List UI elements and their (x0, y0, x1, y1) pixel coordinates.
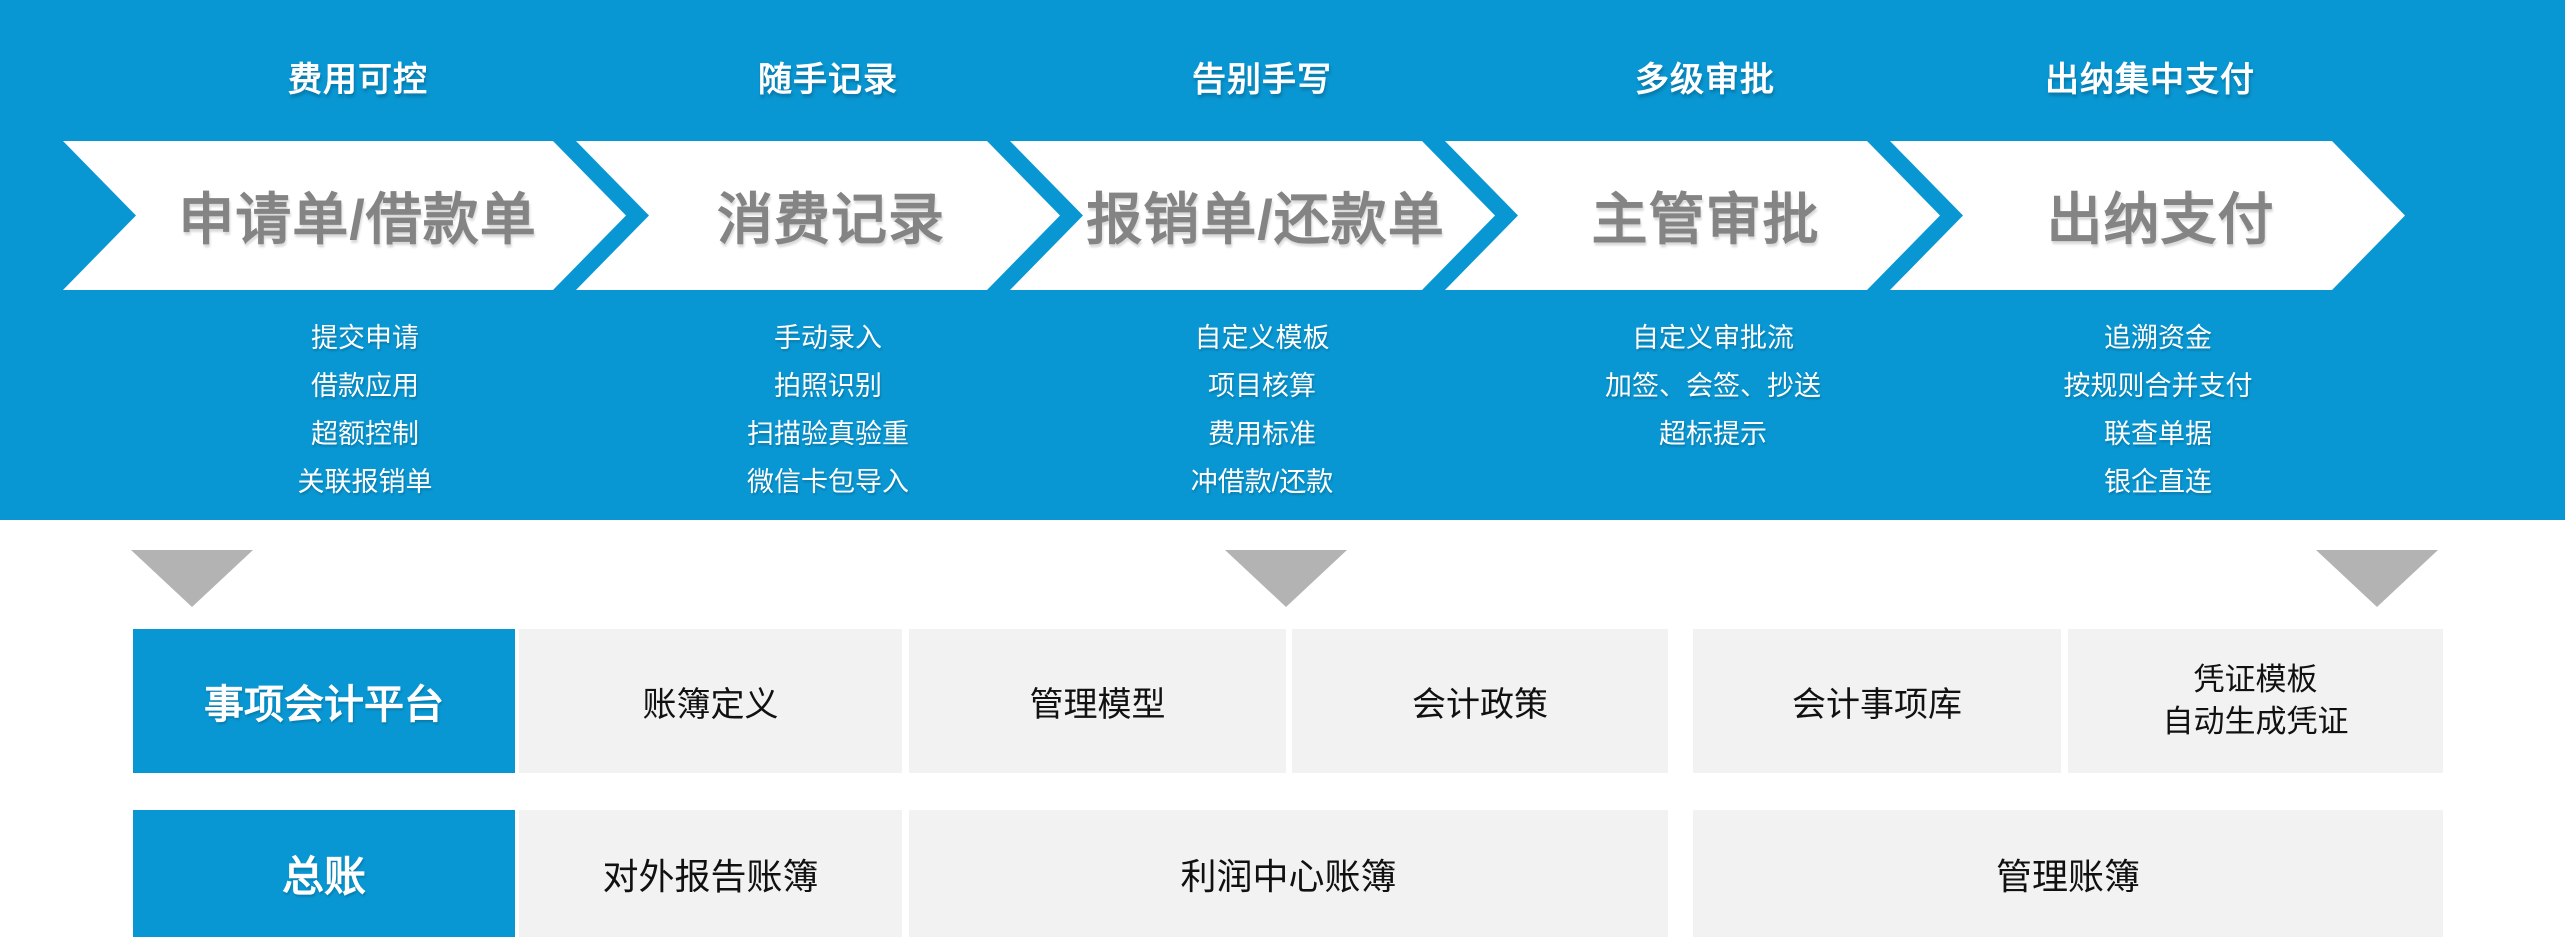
step-arrow-2: 消费记录 (576, 141, 1060, 290)
step-arrow-1: 申请单/借款单 (63, 141, 626, 290)
step-arrow-4: 主管审批 (1445, 141, 1940, 290)
step-benefit-label-3: 告别手写 (1192, 61, 1332, 99)
platform-cell-4: 会计事项库 (1693, 629, 2061, 773)
step-arrow-title-3: 报销单/还款单 (1086, 188, 1445, 251)
step-items-2: 手动录入拍照识别扫描验真验重微信卡包导入 (568, 314, 1088, 506)
ledger-cell-2: 利润中心账簿 (909, 810, 1668, 937)
feature-item: 扫描验真验重 (747, 419, 909, 449)
feature-item: 自定义模板 (1194, 323, 1330, 353)
step-arrow-3: 报销单/还款单 (1010, 141, 1495, 290)
feature-item: 冲借款/还款 (1190, 467, 1334, 497)
feature-item: 提交申请 (311, 323, 419, 353)
feature-item: 追溯资金 (2104, 323, 2212, 353)
step-items-4: 自定义审批流加签、会签、抄送超标提示 (1453, 314, 1973, 458)
feature-item: 拍照识别 (774, 371, 882, 401)
feature-item: 超额控制 (311, 419, 419, 449)
step-items-5: 追溯资金按规则合并支付联查单据银企直连 (1898, 314, 2418, 506)
platform-cell-3: 会计政策 (1292, 629, 1668, 773)
feature-item: 借款应用 (311, 371, 419, 401)
step-arrow-title-5: 出纳支付 (2046, 188, 2275, 251)
feature-item: 手动录入 (774, 323, 882, 353)
feature-item: 联查单据 (2104, 419, 2212, 449)
step-arrow-title-1: 申请单/借款单 (178, 188, 537, 251)
step-arrow-title-2: 消费记录 (717, 188, 945, 251)
platform-cell-2: 管理模型 (909, 629, 1286, 773)
feature-item: 按规则合并支付 (2063, 371, 2253, 401)
feature-item: 费用标准 (1208, 419, 1316, 449)
step-benefit-label-1: 费用可控 (288, 61, 428, 99)
step-benefit-label-4: 多级审批 (1635, 61, 1775, 99)
feature-item: 关联报销单 (297, 467, 433, 497)
step-items-3: 自定义模板项目核算费用标准冲借款/还款 (1002, 314, 1522, 506)
feature-item: 自定义审批流 (1632, 323, 1794, 353)
step-arrow-title-4: 主管审批 (1591, 188, 1820, 251)
step-items-1: 提交申请借款应用超额控制关联报销单 (105, 314, 625, 506)
platform-cell-1: 账簿定义 (519, 629, 902, 773)
ledger-cell-3: 管理账簿 (1693, 810, 2443, 937)
platform-cell-5: 凭证模板 自动生成凭证 (2068, 629, 2443, 773)
feature-item: 银企直连 (2104, 467, 2212, 497)
down-triangle-icon (2316, 550, 2438, 607)
step-arrow-5: 出纳支付 (1890, 141, 2405, 290)
ledger-row-header: 总账 (133, 810, 515, 937)
feature-item: 加签、会签、抄送 (1605, 371, 1821, 401)
platform-row-header: 事项会计平台 (133, 629, 515, 773)
feature-item: 微信卡包导入 (747, 467, 909, 497)
feature-item: 超标提示 (1659, 419, 1767, 449)
down-triangle-icon (1225, 550, 1347, 607)
feature-item: 项目核算 (1208, 371, 1316, 401)
ledger-cell-1: 对外报告账簿 (519, 810, 902, 937)
step-benefit-label-2: 随手记录 (758, 61, 898, 99)
down-triangle-icon (131, 550, 253, 607)
step-benefit-label-5: 出纳集中支付 (2045, 61, 2255, 99)
